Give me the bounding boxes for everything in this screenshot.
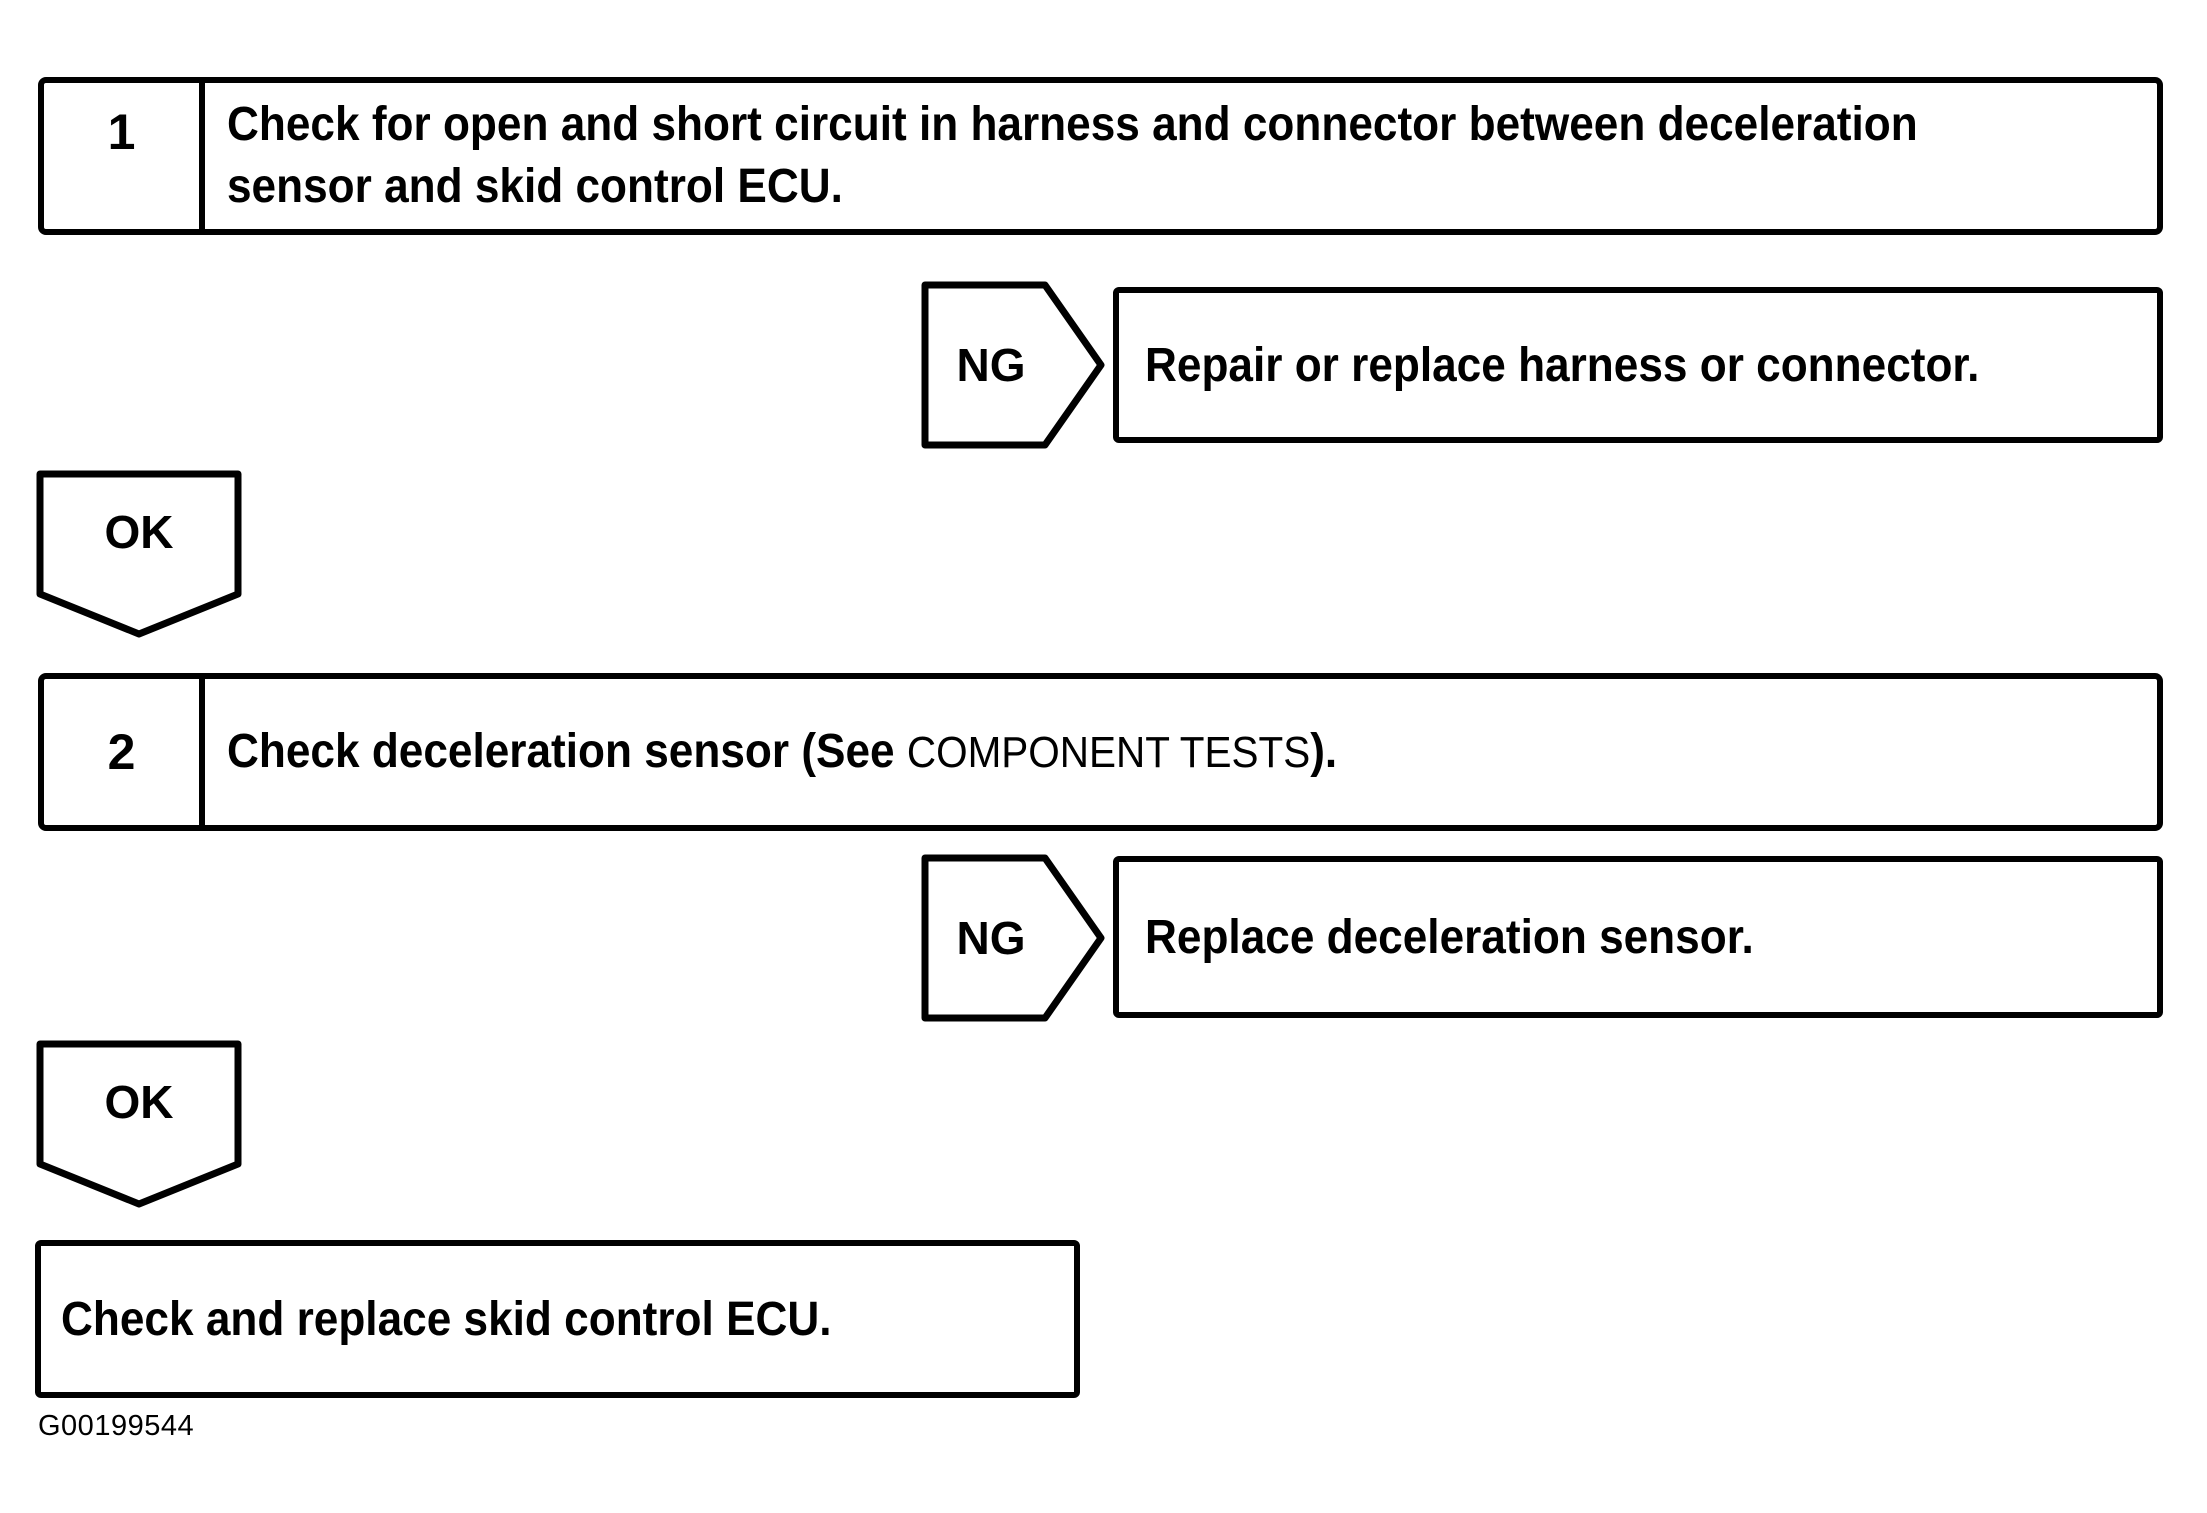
step-2-number-cell: 2 <box>44 679 205 825</box>
ok-connector-2: OK <box>36 1040 242 1208</box>
ok-connector-1: OK <box>36 470 242 638</box>
step-2-instruction-suffix: ). <box>1310 724 1338 778</box>
step-1-number-cell: 1 <box>44 83 205 229</box>
step-2-box: 2 Check deceleration sensor (See COMPONE… <box>38 673 2163 831</box>
right-pentagon-icon <box>921 281 1105 449</box>
step-1-instruction-line-2: sensor and skid control ECU. <box>227 160 843 213</box>
ng-connector-1: NG <box>921 281 1105 449</box>
step-1-instruction-line-1: Check for open and short circuit in harn… <box>227 98 1918 151</box>
step-2-instruction: Check deceleration sensor (See COMPONENT… <box>205 679 2157 825</box>
final-action-text: Check and replace skid control ECU. <box>61 1292 832 1346</box>
ng-label-1: NG <box>956 339 1026 391</box>
down-pentagon-icon <box>36 1040 242 1208</box>
step-1-box: 1 Check for open and short circuit in ha… <box>38 77 2163 235</box>
ng-label-2: NG <box>956 912 1026 964</box>
step-1-instruction: Check for open and short circuit in harn… <box>205 83 2157 229</box>
step-1-number: 1 <box>107 104 136 160</box>
ng-action-box-2: Replace deceleration sensor. <box>1113 856 2163 1018</box>
step-2-number: 2 <box>107 724 136 780</box>
ng-connector-2: NG <box>921 854 1105 1022</box>
final-action-box: Check and replace skid control ECU. <box>35 1240 1080 1398</box>
component-tests-reference: COMPONENT TESTS <box>906 727 1311 777</box>
down-pentagon-icon <box>36 470 242 638</box>
ok-label-1: OK <box>104 506 174 558</box>
ng-action-text-2: Replace deceleration sensor. <box>1145 910 1754 964</box>
figure-id: G00199544 <box>38 1410 195 1442</box>
ng-action-box-1: Repair or replace harness or connector. <box>1113 287 2163 443</box>
step-2-instruction-line: Check deceleration sensor (See COMPONENT… <box>227 721 2003 784</box>
step-2-instruction-prefix: Check deceleration sensor (See <box>227 724 907 778</box>
ok-label-2: OK <box>104 1076 174 1128</box>
right-pentagon-icon <box>921 854 1105 1022</box>
ng-action-text-1: Repair or replace harness or connector. <box>1145 338 1980 392</box>
